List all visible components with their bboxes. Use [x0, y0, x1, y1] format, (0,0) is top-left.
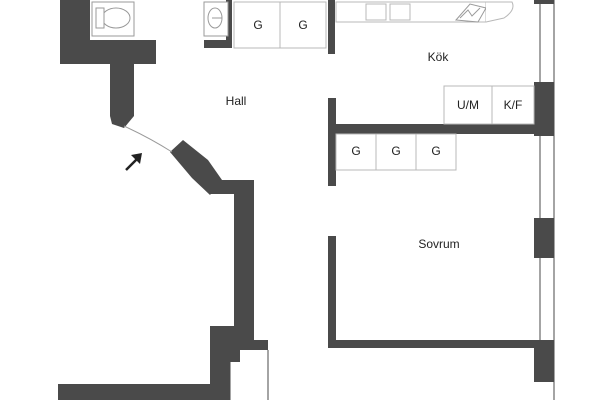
- wardrobe-mid-1: [335, 133, 377, 171]
- toilet-icon: [91, 1, 135, 37]
- walls: [58, 0, 554, 400]
- wall-wardrobe-top-right: [328, 0, 335, 54]
- wall-bedroom-bottom: [328, 340, 554, 348]
- wardrobe-mid-3-label: G: [431, 144, 440, 158]
- wall-hall-left-angle: [110, 116, 134, 128]
- room-label-kitchen: Kök: [428, 50, 450, 64]
- wardrobe-mid-2-label: G: [391, 144, 400, 158]
- wall-kitchen-bedroom: [328, 124, 554, 134]
- fridge-freezer-box: [491, 85, 535, 125]
- counter-corner: [485, 1, 514, 23]
- counter-cabinet-1: [365, 3, 387, 21]
- wall-right-top: [534, 0, 554, 4]
- wardrobe-mid-3: [415, 133, 457, 171]
- counter-cabinet-2: [389, 3, 411, 21]
- arrow-icon: [125, 153, 142, 171]
- wall-bath-bottom: [60, 40, 156, 64]
- entrance-door-swing: [123, 125, 173, 153]
- wall-bottom-left: [58, 384, 230, 400]
- wall-corridor-step: [210, 340, 268, 350]
- wall-hall-left: [110, 50, 134, 116]
- wall-right-bedroom: [534, 218, 554, 258]
- wall-bottom-left-vertical: [210, 340, 230, 400]
- windows: [229, 0, 555, 400]
- wall-hall-kitchen-upper: [328, 98, 336, 128]
- wardrobe-mid-1-label: G: [351, 144, 360, 158]
- wall-bedroom-left: [328, 236, 336, 348]
- wardrobes-top: G G: [233, 1, 327, 49]
- appliances: U/M K/F: [443, 85, 535, 125]
- wall-right-bottom: [534, 340, 554, 382]
- wall-bath2-bottom: [204, 40, 230, 48]
- fridge-freezer-label: K/F: [504, 98, 523, 112]
- wardrobe-top-2: [279, 1, 327, 49]
- wardrobe-top-1-label: G: [253, 18, 262, 32]
- room-label-hall: Hall: [226, 94, 247, 108]
- wardrobe-top-2-label: G: [298, 18, 307, 32]
- wardrobe-top-1: [233, 1, 281, 49]
- wardrobes-middle: G G G: [335, 133, 457, 171]
- wall-hall-bedroom: [328, 124, 336, 186]
- wall-bath2-right: [226, 0, 232, 48]
- sink-icon: [203, 1, 229, 37]
- washer-box: [443, 85, 493, 125]
- wardrobe-mid-2: [375, 133, 417, 171]
- wall-right-kitchen: [534, 82, 554, 136]
- room-label-bedroom: Sovrum: [418, 237, 459, 251]
- wall-entrance-curve: [170, 140, 222, 195]
- wall-corridor-right: [234, 180, 254, 340]
- kitchen-counter: [335, 1, 514, 23]
- washer-label: U/M: [457, 98, 479, 112]
- stove-icon: [454, 3, 487, 23]
